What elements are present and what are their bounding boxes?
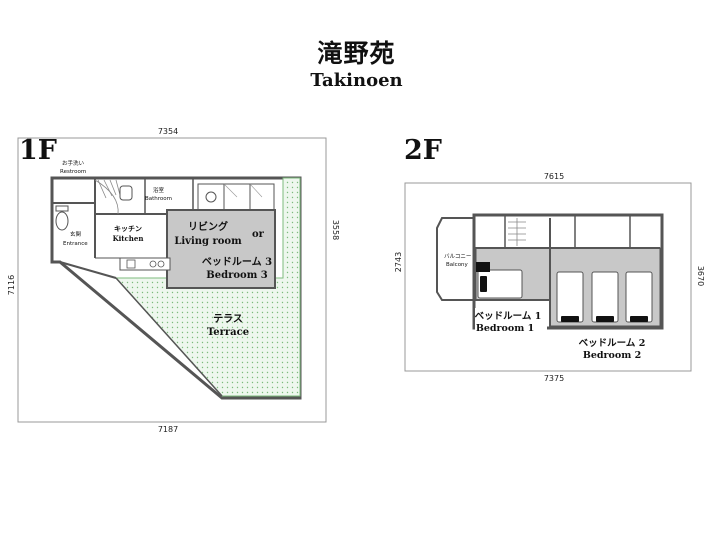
dim-2f-top: 7615 (544, 172, 564, 181)
dim-2f-left: 2743 (394, 252, 403, 272)
bedroom1-label-en: Bedroom 1 (476, 323, 534, 334)
balcony-label-ja: バルコニー (444, 253, 471, 260)
floor-1-label: 1F (19, 135, 57, 166)
bedroom1-label-ja: ベッドルーム 1 (475, 311, 542, 322)
dim-1f-bottom: 7187 (158, 425, 178, 434)
page-subtitle: Takinoen (310, 70, 403, 91)
dim-2f-bottom: 7375 (544, 374, 564, 383)
entrance-label-ja: 玄関 (70, 230, 82, 238)
floor-2-label: 2F (404, 135, 442, 166)
terrace-label-en: Terrace (207, 327, 249, 338)
bathroom-label-ja: 浴室 (153, 186, 165, 194)
bedroom2-label-ja: ベッドルーム 2 (579, 338, 646, 349)
page-title: 滝野苑 (317, 39, 396, 68)
living-label-ja: リビング (188, 220, 228, 233)
dim-2f-right: 3670 (696, 266, 705, 286)
bathroom-label-en: Bathroom (145, 196, 172, 202)
bedroom2-label-en: Bedroom 2 (583, 350, 641, 361)
living-label-en: Living room (174, 236, 242, 247)
dim-1f-left: 7116 (7, 275, 16, 295)
terrace-label-ja: テラス (213, 313, 243, 325)
floor-2-plan: 7615 7375 2743 3670 (394, 172, 705, 383)
bedroom3-label-en: Bedroom 3 (206, 270, 267, 281)
kitchen-label-ja: キッチン (114, 224, 142, 233)
entrance-label-en: Entrance (63, 241, 88, 247)
or-label: or (252, 229, 265, 240)
kitchen-label-en: Kitchen (113, 234, 144, 243)
dim-1f-right: 3558 (331, 220, 340, 240)
floor-1-plan: 7354 7187 7116 3558 (7, 127, 340, 434)
bedroom3-label-ja: ベッドルーム 3 (202, 256, 272, 268)
restroom-label-ja: お手洗い (62, 159, 85, 167)
balcony-label-en: Balcony (446, 262, 469, 268)
living-room-area (166, 209, 276, 289)
restroom-label-en: Restroom (60, 169, 86, 175)
dim-1f-top: 7354 (158, 127, 178, 136)
